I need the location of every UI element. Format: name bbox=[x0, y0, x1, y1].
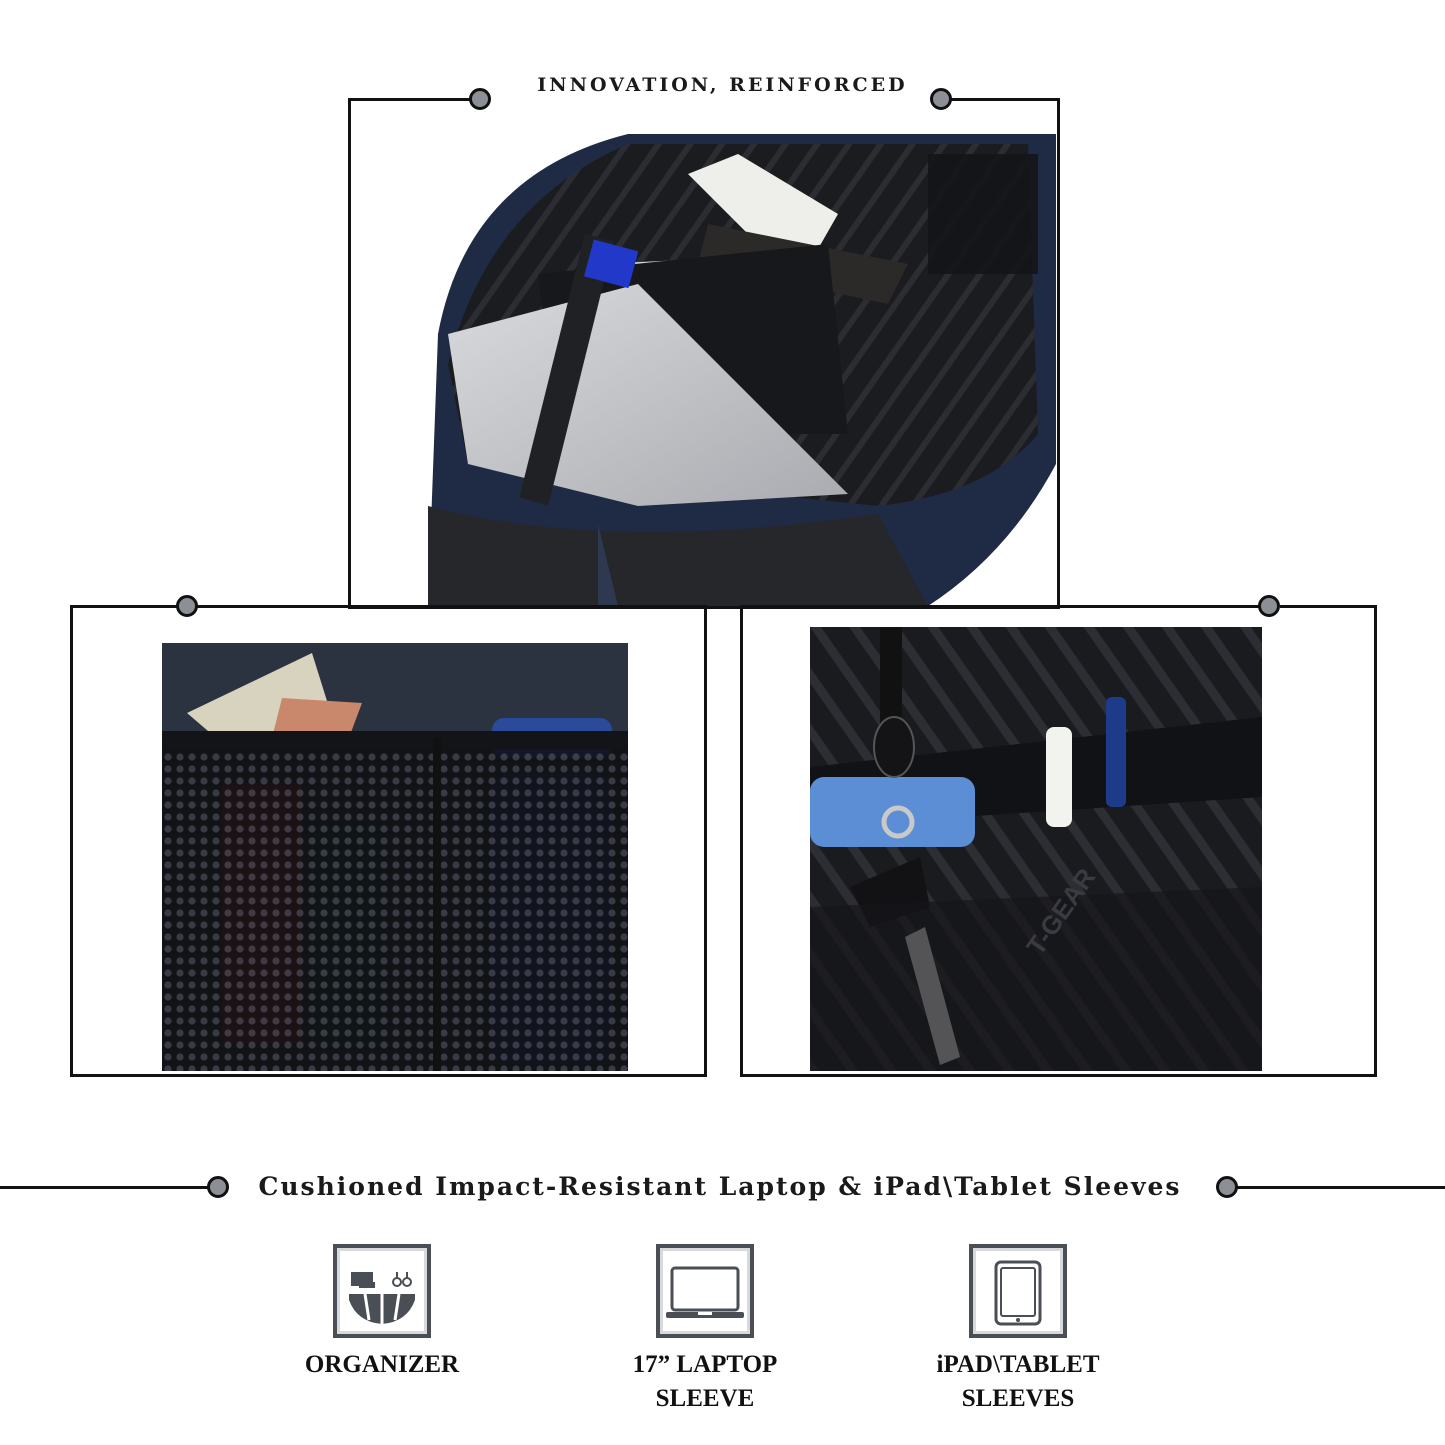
mesh-organizer-photo bbox=[162, 643, 628, 1071]
laptop-icon bbox=[656, 1244, 754, 1338]
feature-label-line2: SLEEVES bbox=[961, 1385, 1075, 1412]
left-frame-line bbox=[70, 605, 178, 608]
tagline-rule-left bbox=[0, 1186, 210, 1189]
connector-dot bbox=[469, 88, 491, 110]
right-photo-frame bbox=[740, 605, 1377, 1077]
feature-label-line1: ORGANIZER bbox=[304, 1351, 460, 1378]
organizer-icon bbox=[333, 1244, 431, 1338]
feature-label-line1: iPAD\TABLET bbox=[936, 1351, 1100, 1378]
key-holder-organizer-photo: T-GEAR bbox=[810, 627, 1262, 1071]
feature-laptop-sleeve: 17” LAPTOP SLEEVE bbox=[585, 1244, 825, 1416]
headline: INNOVATION, REINFORCED bbox=[537, 74, 908, 96]
top-frame-line-left bbox=[348, 98, 470, 101]
right-frame-line bbox=[1280, 605, 1377, 608]
feature-label-line2: SLEEVE bbox=[655, 1385, 755, 1412]
backpack-main-compartment-photo bbox=[408, 134, 1056, 606]
left-photo-frame bbox=[70, 605, 707, 1077]
feature-label-line1: 17” LAPTOP bbox=[632, 1351, 778, 1378]
tablet-icon bbox=[969, 1244, 1067, 1338]
connector-dot bbox=[930, 88, 952, 110]
right-frame-line-left bbox=[740, 605, 1260, 608]
left-frame-line-right bbox=[196, 605, 707, 608]
connector-dot bbox=[1216, 1176, 1238, 1198]
connector-dot bbox=[1258, 595, 1280, 617]
tagline: Cushioned Impact-Resistant Laptop & iPad… bbox=[258, 1172, 1182, 1201]
feature-organizer: ORGANIZER bbox=[262, 1244, 502, 1382]
connector-dot bbox=[207, 1176, 229, 1198]
top-frame-line-right bbox=[950, 98, 1060, 101]
feature-tablet-sleeves: iPAD\TABLET SLEEVES bbox=[898, 1244, 1138, 1416]
connector-dot bbox=[176, 595, 198, 617]
tagline-rule-right bbox=[1236, 1186, 1445, 1189]
